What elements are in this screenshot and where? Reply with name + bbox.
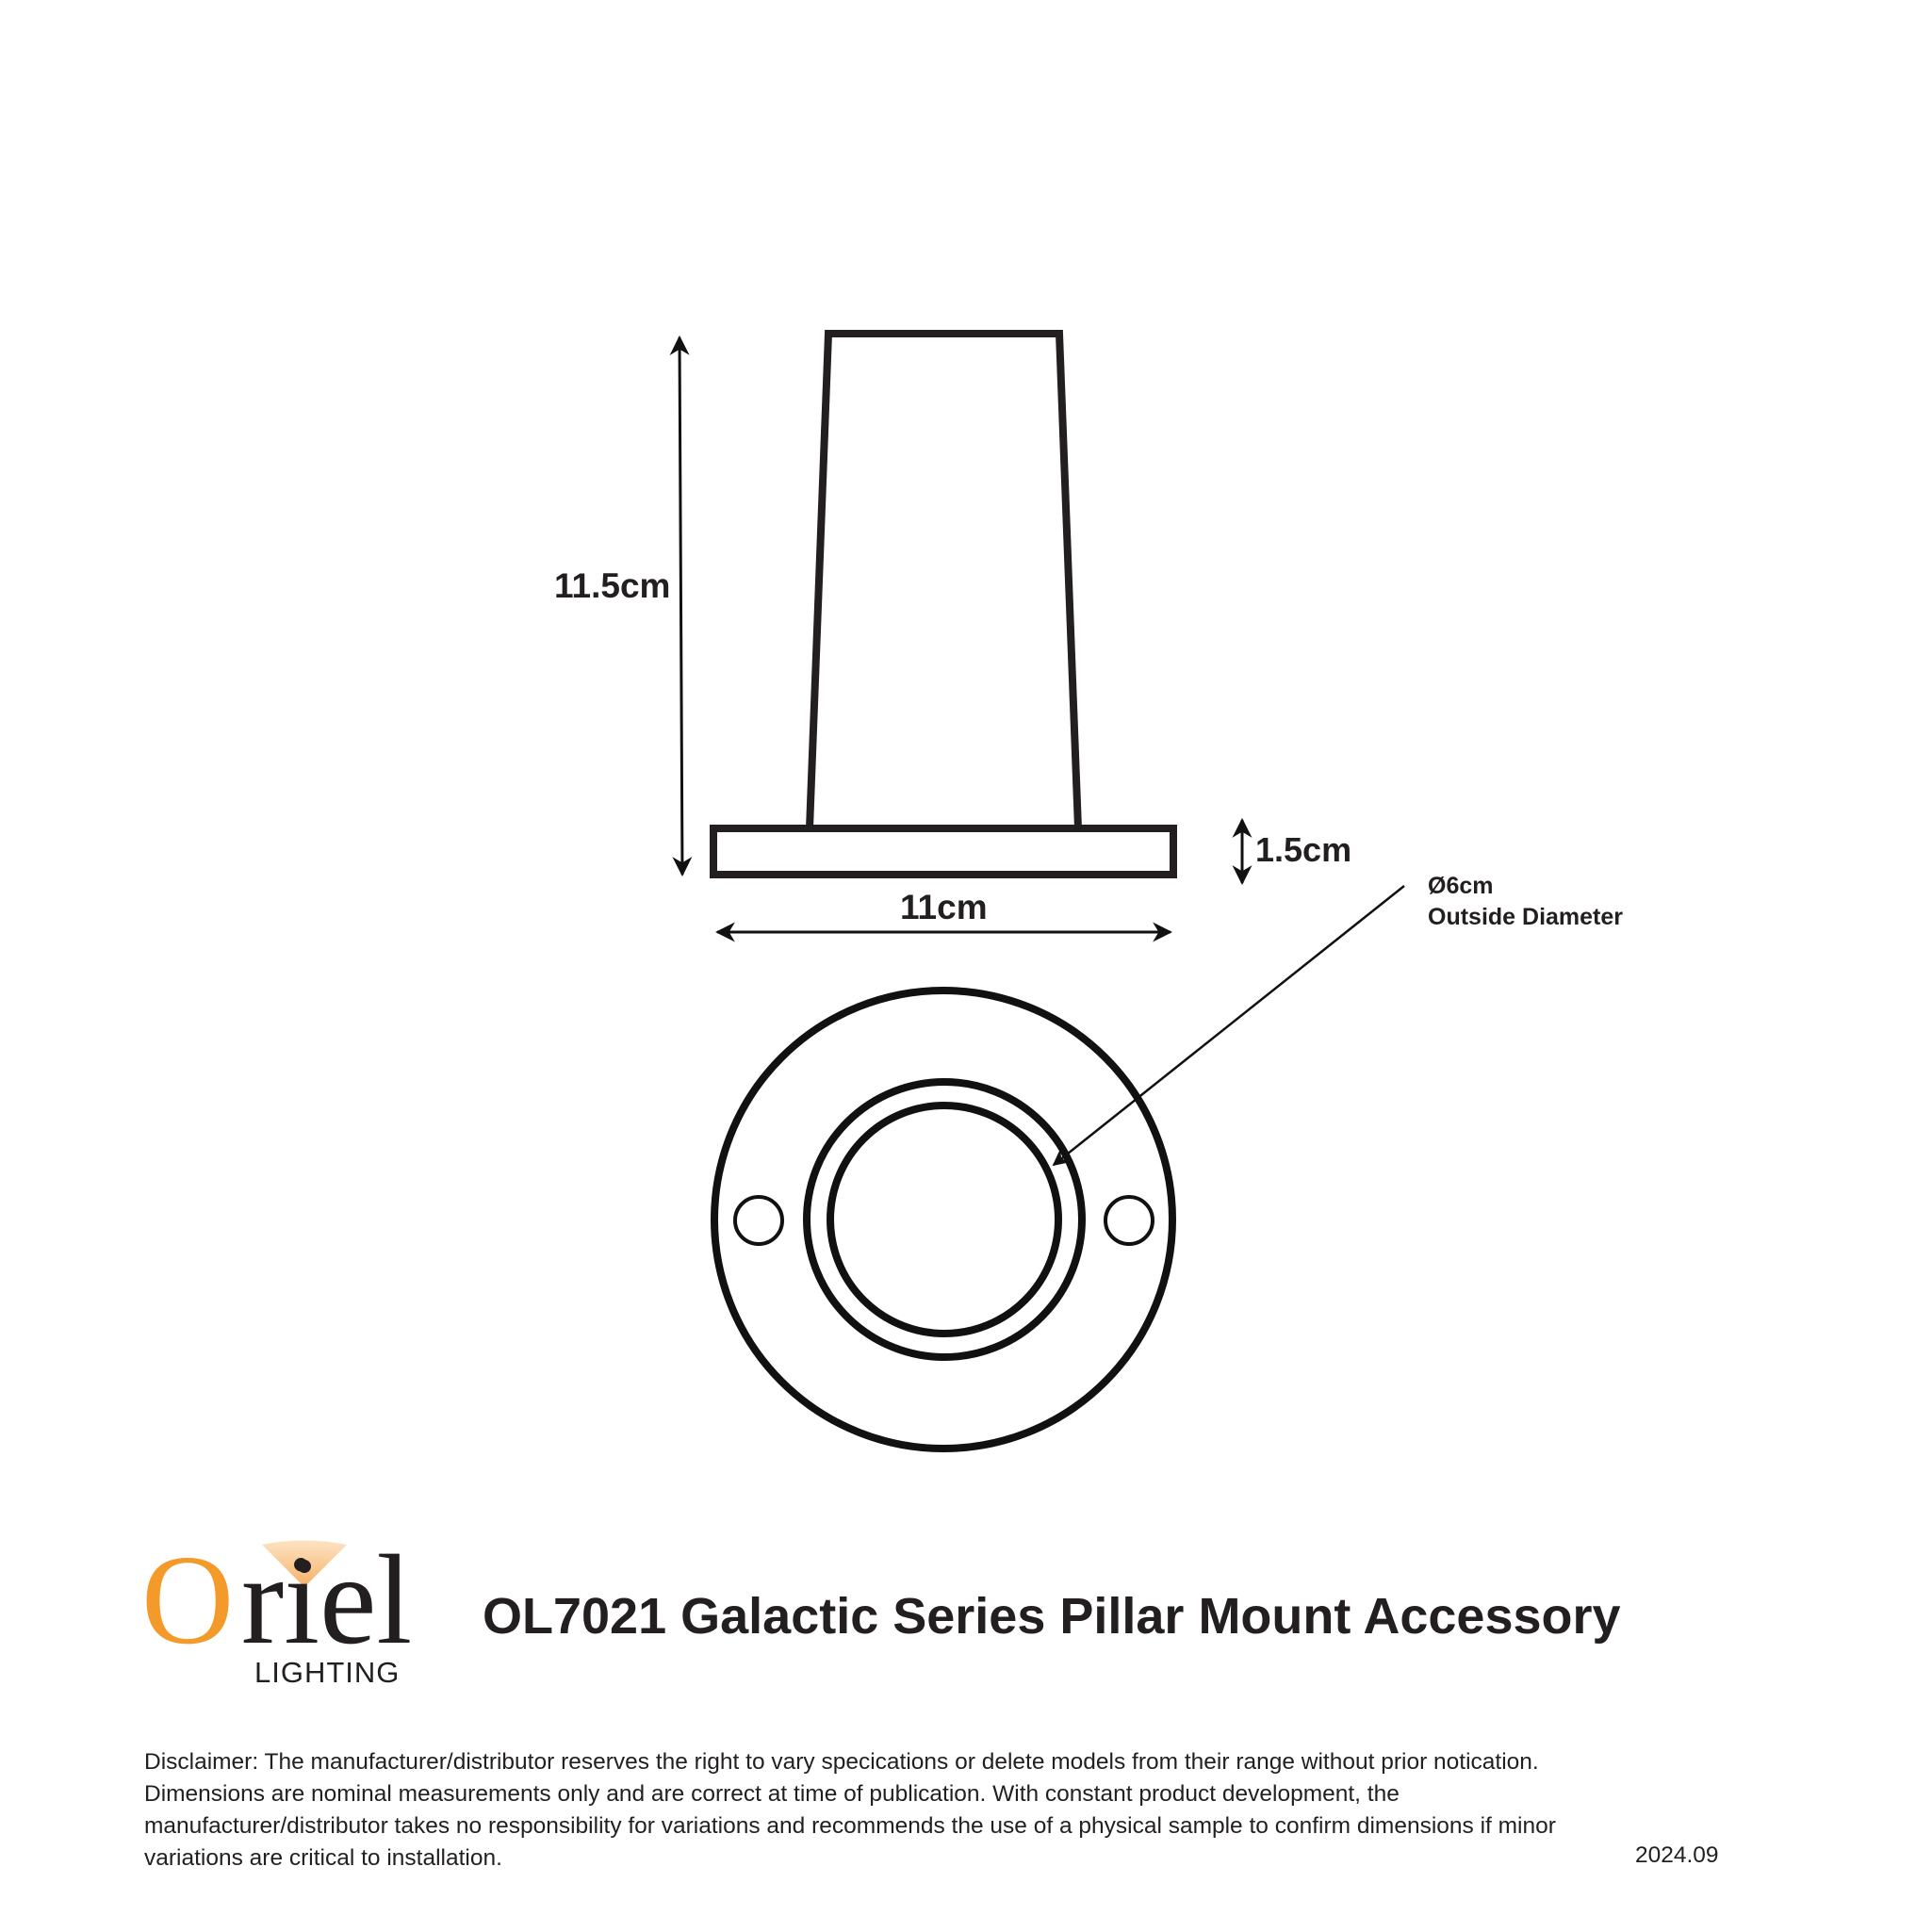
height-label: 11.5cm [554,566,671,605]
diameter-label: Ø6cm [1428,873,1494,899]
pillar-base [710,825,1177,878]
logo-wordmark: riel [241,1530,413,1671]
diameter-caption: Outside Diameter [1428,904,1624,930]
disclaimer-line: Disclaimer: The manufacturer/distributor… [144,1749,1539,1775]
base-outer-circle [711,987,1176,1452]
disclaimer-line: variations are critical to installation. [144,1845,502,1871]
top-view [711,987,1176,1452]
mounting-hole-left [733,1195,784,1246]
height-dimension-arrow [669,335,693,877]
logo-subtitle: LIGHTING [254,1656,401,1689]
disclaimer: Disclaimer: The manufacturer/distributor… [144,1746,1803,1875]
product-title: OL7021 Galactic Series Pillar Mount Acce… [483,1588,1621,1645]
pillar-outer-ring [803,1078,1086,1361]
logo-dot-icon [298,1560,311,1573]
width-label: 11cm [900,888,988,926]
pillar-inner-ring [827,1102,1062,1337]
base-height-label: 1.5cm [1255,830,1352,869]
mounting-hole-right [1104,1195,1154,1246]
diameter-leader-arrow [1052,885,1405,1167]
disclaimer-line: manufacturer/distributor takes no respon… [144,1813,1556,1839]
disclaimer-line: Dimensions are nominal measurements only… [144,1781,1400,1807]
pillar-body [805,330,1083,832]
logo-initial: O [141,1530,235,1671]
revision-date: 2024.09 [1635,1842,1719,1868]
side-view [710,330,1177,878]
